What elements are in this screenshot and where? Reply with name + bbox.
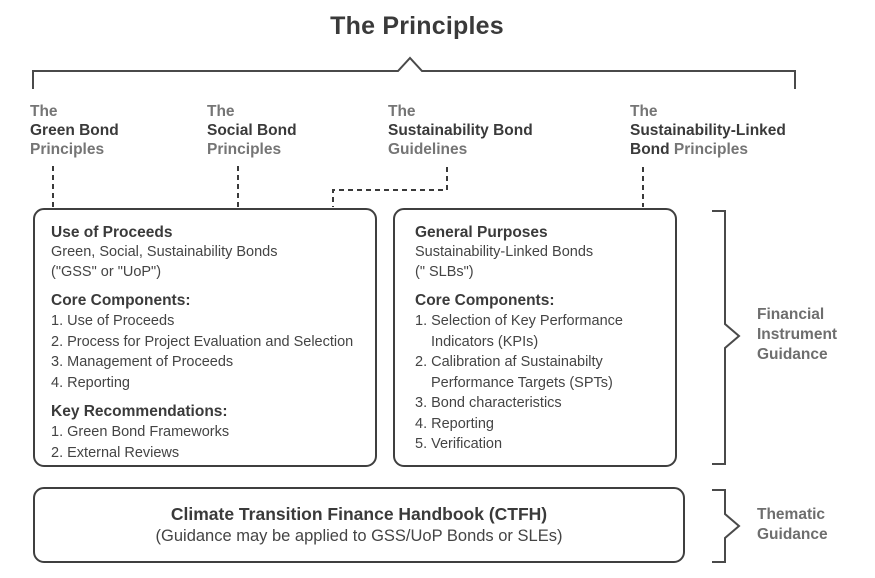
core-components-heading: Core Components:	[415, 292, 555, 309]
header-main-label: Green Bond	[30, 122, 119, 139]
general-purposes-box: General Purposes Sustainability-Linked B…	[393, 208, 677, 467]
header-post-label: Guidelines	[388, 141, 468, 158]
core-component-item: 2. Calibration af Sustainabilty Performa…	[415, 354, 613, 391]
header-mixed-line: Bond Principles	[630, 140, 786, 159]
box-subline: ("GSS" or "UoP")	[51, 264, 162, 280]
core-component-item: 1. Use of Proceeds	[51, 313, 175, 329]
key-recommendations-heading: Key Recommendations:	[51, 403, 228, 420]
header-main-label: Sustainability-Linked	[630, 122, 786, 139]
ctfh-title: Climate Transition Finance Handbook (CTF…	[170, 504, 548, 524]
header-green-bond-principles: The Green Bond Principles	[30, 102, 119, 159]
header-post-label: Principles	[30, 141, 105, 158]
core-component-item: 1. Selection of Key Performance Indicato…	[415, 313, 623, 350]
connector-sustainability-guidelines	[332, 167, 448, 207]
header-pre-label: The	[30, 103, 58, 120]
key-recommendation-item: 2. External Reviews	[51, 444, 180, 461]
header-main-label: Sustainability Bond	[388, 122, 533, 139]
header-sustainability-bond-guidelines: The Sustainability Bond Guidelines	[388, 102, 533, 159]
box-subline: (" SLBs")	[415, 264, 474, 280]
page-title: The Principles	[330, 12, 504, 40]
header-sustainability-linked-bond-principles: The Sustainability-Linked Bond Principle…	[630, 102, 786, 159]
core-component-item: 3. Management of Proceeds	[51, 354, 234, 370]
core-component-item: 3. Bond characteristics	[415, 395, 562, 411]
top-bracket-line	[32, 56, 796, 89]
thematic-guidance-label: Thematic Guidance	[757, 506, 828, 543]
header-post-label: Principles	[207, 141, 282, 158]
core-components-heading: Core Components:	[51, 292, 191, 309]
header-pre-label: The	[630, 103, 658, 120]
core-component-item: 4. Reporting	[415, 415, 494, 432]
header-post-label: Principles	[673, 141, 749, 158]
ctfh-subtitle: (Guidance may be applied to GSS/UoP Bond…	[155, 527, 563, 545]
financial-guidance-brace	[712, 210, 741, 465]
financial-instrument-guidance-label: Financial Instrument Guidance	[757, 306, 838, 363]
core-component-item: 4. Reporting	[51, 374, 130, 391]
core-component-item: 5. Verification	[415, 436, 503, 452]
ctfh-box: Climate Transition Finance Handbook (CTF…	[33, 487, 685, 563]
use-of-proceeds-box: Use of Proceeds Green, Social, Sustainab…	[33, 208, 377, 467]
box-subline: Green, Social, Sustainability Bonds	[51, 244, 278, 260]
header-pre-label: The	[207, 103, 235, 120]
thematic-guidance-brace	[712, 489, 741, 563]
header-pre-label: The	[388, 103, 416, 120]
core-component-item: 2. Process for Project Evaluation and Se…	[51, 333, 354, 350]
box-heading: Use of Proceeds	[51, 224, 173, 241]
key-recommendation-item: 1. Green Bond Frameworks	[51, 424, 230, 440]
header-main-label: Social Bond	[207, 122, 297, 139]
box-heading: General Purposes	[415, 224, 548, 241]
box-subline: Sustainability-Linked Bonds	[415, 244, 594, 260]
header-main2-label: Bond	[630, 141, 670, 158]
header-social-bond-principles: The Social Bond Principles	[207, 102, 297, 159]
